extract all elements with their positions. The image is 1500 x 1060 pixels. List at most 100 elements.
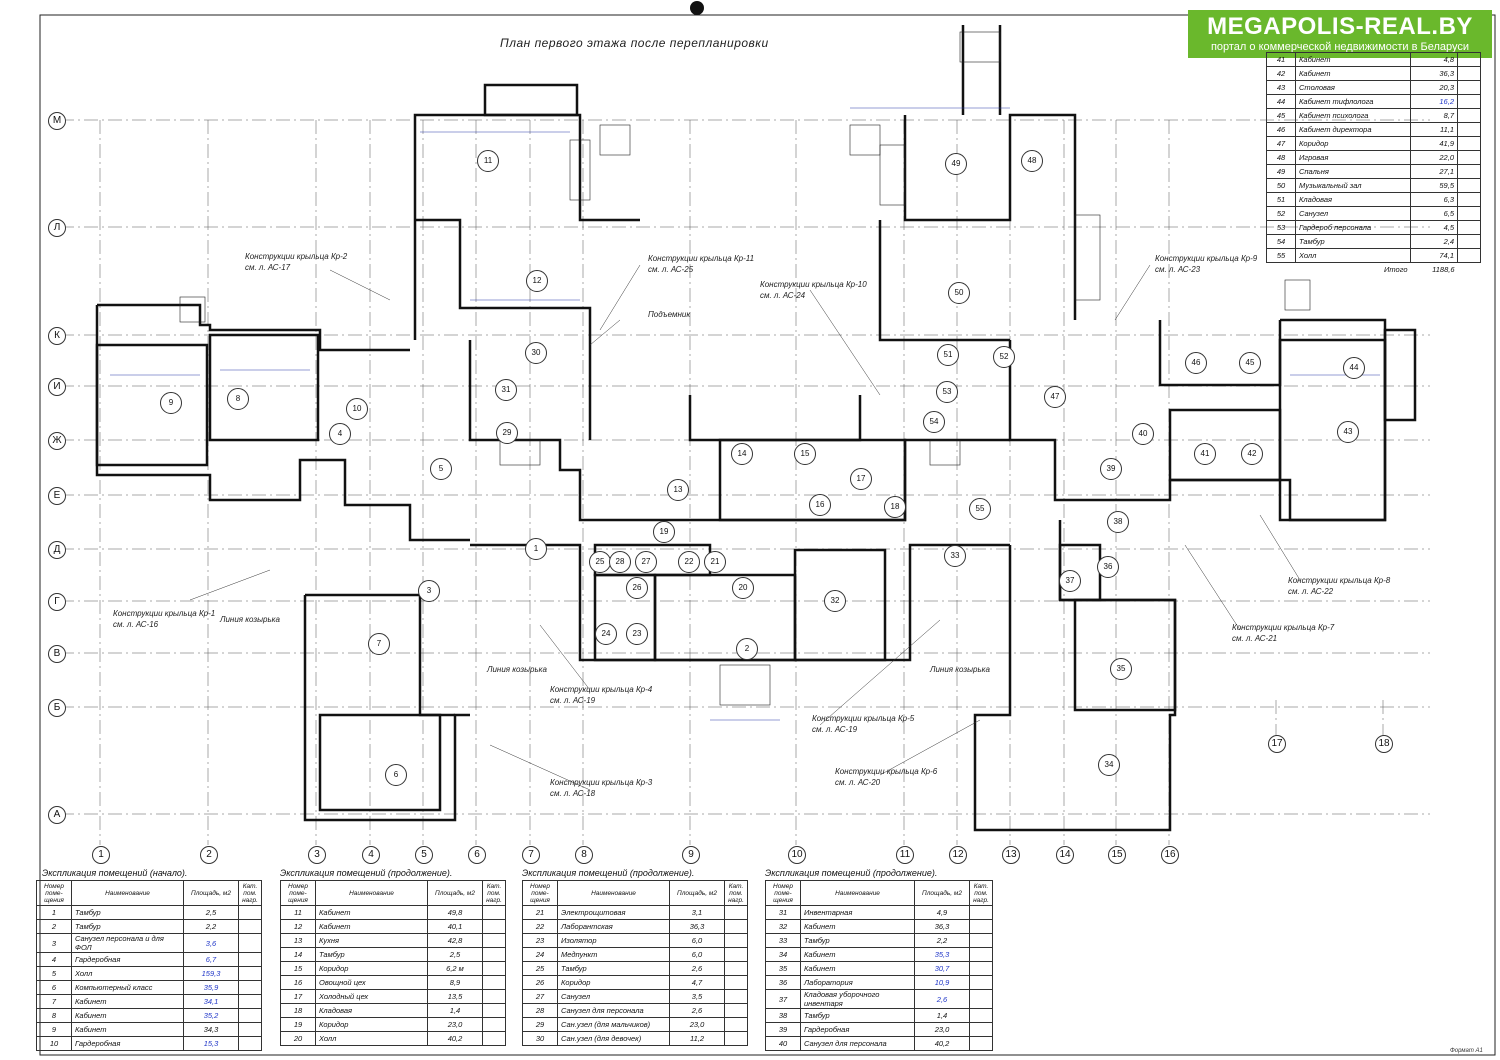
col-header: Кат. пом. нагр.	[724, 880, 748, 906]
col-header: Площадь, м2	[183, 880, 239, 906]
grid-row-label: Е	[48, 487, 66, 505]
room-number: 26	[626, 577, 648, 599]
note-canopy-3: Линия козырька	[930, 665, 990, 674]
note-kr1: Конструкции крыльца Кр-1	[113, 609, 216, 618]
room-number: 43	[1337, 421, 1359, 443]
note-kr10: Конструкции крыльца Кр-10	[760, 280, 867, 289]
note-kr11-ref: см. л. АС-25	[648, 265, 694, 274]
room-number: 6	[385, 764, 407, 786]
col-header: Номер поме-щения	[765, 880, 801, 906]
total-label: Итого	[1384, 265, 1408, 274]
note-kr4-ref: см. л. АС-19	[550, 696, 596, 705]
grid-col-label: 5	[415, 846, 433, 864]
room-number: 38	[1107, 511, 1129, 533]
room-number: 9	[160, 392, 182, 414]
table-title: Экспликация помещений (продолжение).	[765, 868, 938, 878]
col-header: Номер поме-щения	[36, 880, 72, 906]
note-kr4: Конструкции крыльца Кр-4	[550, 685, 653, 694]
note-kr8-ref: см. л. АС-22	[1288, 587, 1334, 596]
room-number: 28	[609, 551, 631, 573]
room-number: 41	[1194, 443, 1216, 465]
col-header: Номер поме-щения	[280, 880, 316, 906]
note-canopy-2: Линия козырька	[487, 665, 547, 674]
col-header: Номер поме-щения	[522, 880, 558, 906]
room-number: 19	[653, 521, 675, 543]
room-number: 25	[589, 551, 611, 573]
room-number: 36	[1097, 556, 1119, 578]
logo-brand: MEGAPOLIS-REAL.BY	[1207, 13, 1473, 40]
grid-col-label: 15	[1108, 846, 1126, 864]
room-number: 8	[227, 388, 249, 410]
note-kr7: Конструкции крыльца Кр-7	[1232, 623, 1335, 632]
room-number: 51	[937, 344, 959, 366]
grid-col-label: 14	[1056, 846, 1074, 864]
room-number: 39	[1100, 458, 1122, 480]
col-header: Наименование	[800, 880, 915, 906]
col-header: Наименование	[315, 880, 428, 906]
col-header: Площадь, м2	[427, 880, 483, 906]
grid-col-label: 11	[896, 846, 914, 864]
grid-row-label: Ж	[48, 432, 66, 450]
table-title: Экспликация помещений (начало).	[42, 868, 188, 878]
col-header: Площадь, м2	[914, 880, 970, 906]
room-number: 34	[1098, 754, 1120, 776]
grid-col-label: 9	[682, 846, 700, 864]
col-header: Кат. пом. нагр.	[238, 880, 262, 906]
col-header: Кат. пом. нагр.	[969, 880, 993, 906]
room-number: 46	[1185, 352, 1207, 374]
note-kr2-ref: см. л. АС-17	[245, 263, 291, 272]
room-number: 31	[495, 379, 517, 401]
col-header: Наименование	[557, 880, 670, 906]
note-kr6-ref: см. л. АС-20	[835, 778, 881, 787]
note-kr11: Конструкции крыльца Кр-11	[648, 254, 755, 263]
grid-col-label: 6	[468, 846, 486, 864]
table-title: Экспликация помещений (продолжение).	[522, 868, 695, 878]
room-number: 49	[945, 153, 967, 175]
room-number: 48	[1021, 150, 1043, 172]
grid-col-label: 16	[1161, 846, 1179, 864]
room-number: 30	[525, 342, 547, 364]
grid-row-label: А	[48, 806, 66, 824]
sheet-marker	[690, 1, 704, 15]
note-kr3-ref: см. л. АС-18	[550, 789, 596, 798]
room-number: 21	[704, 551, 726, 573]
grid-row-label: Б	[48, 699, 66, 717]
room-number: 12	[526, 270, 548, 292]
room-number: 15	[794, 443, 816, 465]
room-number: 47	[1044, 386, 1066, 408]
site-logo[interactable]: MEGAPOLIS-REAL.BY портал о коммерческой …	[1188, 10, 1492, 58]
table-title: Экспликация помещений (продолжение).	[280, 868, 453, 878]
room-number: 35	[1110, 658, 1132, 680]
grid-col-label: 18	[1375, 735, 1393, 753]
